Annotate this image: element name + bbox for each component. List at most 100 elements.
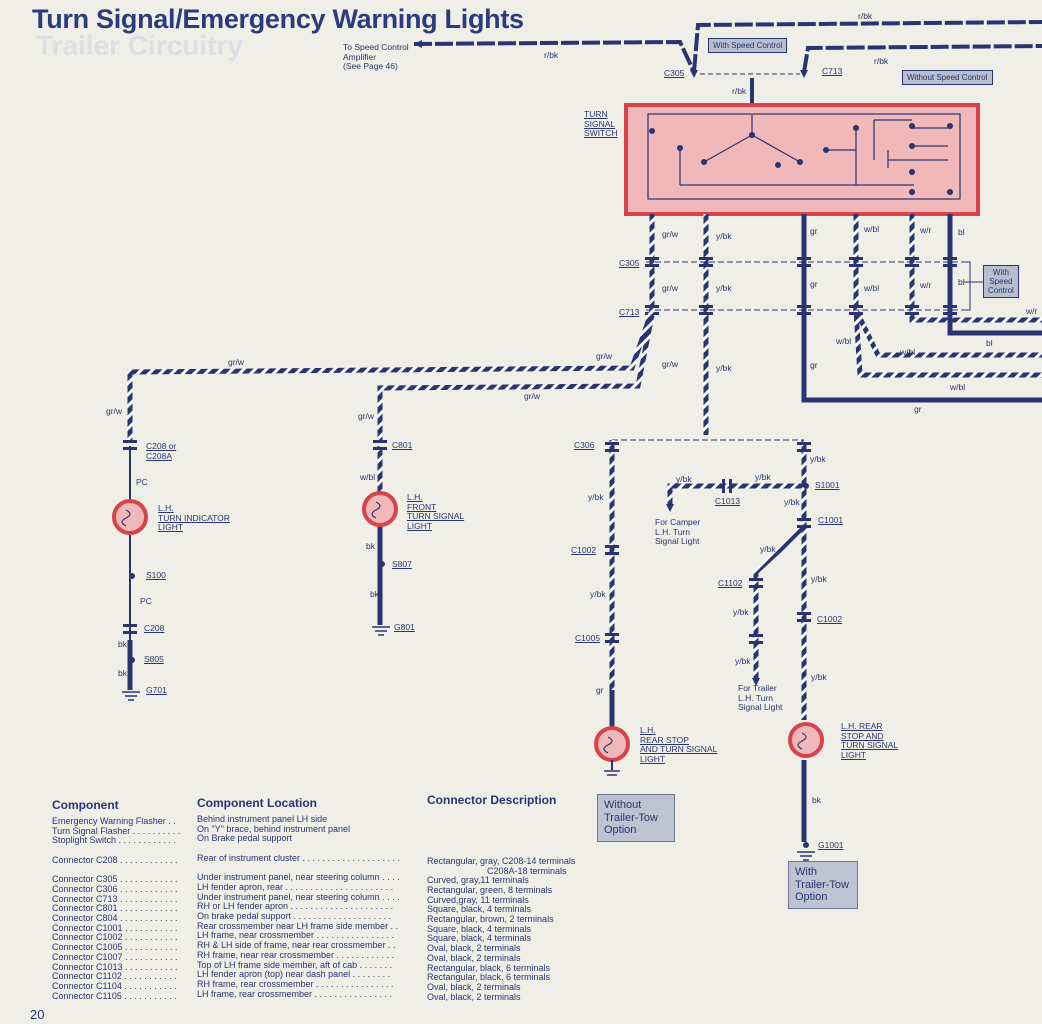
wire-label: y/bk — [755, 472, 771, 482]
wire-label: y/bk — [716, 283, 732, 293]
connector-c1102: C1102 — [718, 578, 743, 588]
wire-label: gr/w — [524, 391, 541, 401]
switch-dots — [649, 123, 953, 195]
wire-label: bk — [118, 639, 127, 649]
wire-label: bk — [812, 795, 821, 805]
connector-c306: C306 — [574, 440, 595, 450]
wire-label: PC — [136, 477, 148, 487]
wire-label: y/bk — [588, 492, 604, 502]
wire-label: r/bk — [874, 56, 889, 66]
switch-internals — [647, 113, 961, 200]
connector-c305-top: C305 — [664, 68, 685, 78]
wire-label: w/r — [920, 225, 932, 235]
wire-label: y/bk — [784, 497, 800, 507]
wire-label: y/bk — [811, 574, 827, 584]
wire-label: gr — [596, 685, 604, 695]
wire-label: gr — [810, 226, 818, 236]
wire-label: bk — [366, 541, 375, 551]
component-column: Emergency Warning Flasher . . Turn Signa… — [52, 816, 181, 1001]
top-wires — [413, 20, 1042, 104]
wire-label: w/bl — [900, 347, 916, 357]
connector-g1001: G1001 — [818, 840, 844, 850]
connector-c1001: C1001 — [818, 515, 844, 525]
connector-g801: G801 — [394, 622, 415, 632]
wire-label: gr — [914, 404, 922, 414]
connector-c305: C305 — [619, 258, 640, 268]
connector-s805: S805 — [144, 654, 164, 664]
wire-label: w/bl — [836, 336, 852, 346]
without-speed-control-box: Without Speed Control — [902, 70, 993, 85]
wire-label: PC — [140, 596, 152, 606]
wire-label: w/bl — [864, 283, 880, 293]
wire-label: bk — [370, 589, 379, 599]
lh-indicator-circuit — [112, 440, 148, 701]
wire-label: gr — [810, 360, 818, 370]
wire-label: r/bk — [732, 86, 747, 96]
wire-label: w/bl — [864, 224, 880, 234]
wire-label: y/bk — [760, 544, 776, 554]
connector-c713-top: C713 — [822, 66, 843, 76]
grw-wires — [127, 309, 655, 440]
wire-label: w/r — [1026, 306, 1038, 316]
wire-label: y/bk — [676, 474, 692, 484]
connector-column: Rectangular, gray, C208-14 terminals C20… — [427, 855, 576, 1002]
wire-label: gr/w — [662, 359, 679, 369]
wire-label: y/bk — [590, 589, 606, 599]
wire-label: bl — [958, 277, 965, 287]
wire-label: gr/w — [596, 351, 613, 361]
wire-label: gr/w — [662, 229, 679, 239]
connector-s807: S807 — [392, 559, 412, 569]
wire-label: w/r — [920, 280, 932, 290]
connector-c1013: C1013 — [715, 496, 741, 506]
connector-s1001: S1001 — [815, 480, 840, 490]
wire-label: gr/w — [228, 357, 245, 367]
with-speed-control-box: With Speed Control — [708, 38, 788, 53]
wire-label: gr — [810, 279, 818, 289]
wire-label: gr/w — [358, 411, 375, 421]
wire-label: y/bk — [735, 656, 751, 666]
connector-c713: C713 — [619, 307, 640, 317]
wire-label: y/bk — [716, 363, 732, 373]
connector-c1002-right: C1002 — [817, 614, 843, 624]
connector-c1002-left: C1002 — [571, 545, 597, 555]
wire-label: gr/w — [106, 406, 123, 416]
rear-bulbs — [594, 722, 824, 861]
ghost-title: Trailer Circuitry — [36, 30, 243, 61]
page-title: Turn Signal/Emergency Warning Lights — [32, 4, 524, 34]
connector-c208: C208 — [144, 623, 165, 633]
connector-c1005: C1005 — [575, 633, 601, 643]
wire-label: w/bl — [360, 472, 376, 482]
location-column: Behind instrument panel LH side On "Y" b… — [197, 814, 401, 999]
wire-label: y/bk — [811, 672, 827, 682]
bus-connector-marks — [645, 257, 957, 315]
rear-connectors — [605, 442, 811, 644]
connector-description-header: Connector Description — [427, 793, 557, 807]
component-location-header: Component Location — [197, 796, 317, 810]
wire-label: bl — [958, 227, 965, 237]
connector-s100: S100 — [146, 570, 166, 580]
wire-label: bk — [118, 668, 127, 678]
wire-label: r/bk — [858, 11, 873, 21]
wire-label: gr/w — [662, 283, 679, 293]
wire-label: y/bk — [810, 454, 826, 464]
wire-label: w/bl — [950, 382, 966, 392]
wire-label: r/bk — [544, 50, 559, 60]
connector-g701: G701 — [146, 685, 167, 695]
wire-label: y/bk — [716, 231, 732, 241]
page-number: 20 — [30, 1007, 45, 1022]
wire-label: bl — [986, 338, 993, 348]
bus-wires — [649, 214, 1042, 435]
